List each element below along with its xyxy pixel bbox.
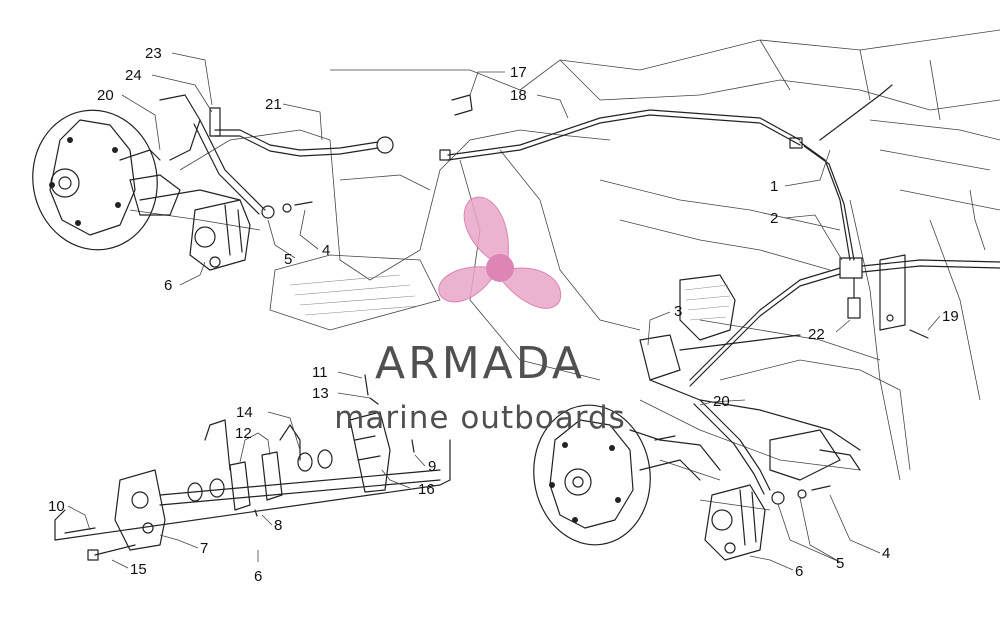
callout-18: 18 [510, 87, 527, 104]
brake-hose-upper-left [193, 107, 394, 219]
callout-6-lower: 6 [795, 563, 803, 580]
rear-brake-tee [689, 254, 1000, 387]
callout-15: 15 [130, 561, 147, 578]
rear-right-hub-disc [533, 404, 721, 546]
callout-leaders [67, 52, 941, 571]
callout-22: 22 [808, 326, 825, 343]
callout-3: 3 [674, 303, 682, 320]
propeller-icon [438, 196, 562, 309]
callout-14: 14 [236, 404, 253, 421]
callout-11: 11 [312, 364, 328, 381]
callout-labels: 23 24 20 21 17 18 1 2 5 4 6 3 22 19 11 1… [48, 45, 959, 585]
callout-8: 8 [274, 517, 282, 534]
callout-10: 10 [48, 498, 65, 515]
callout-4-lower: 4 [882, 545, 890, 562]
watermark-brand: ARMADA [375, 338, 585, 389]
callout-19: 19 [942, 308, 959, 325]
front-left-hub-disc [32, 94, 241, 251]
callout-23: 23 [145, 45, 162, 62]
callout-5-lower: 5 [836, 555, 844, 572]
callout-12: 12 [235, 425, 252, 442]
callout-24: 24 [125, 67, 142, 84]
chassis-frame-drawing [129, 29, 1000, 511]
armada-watermark: ARMADA marine outboards [334, 196, 626, 436]
callout-16: 16 [418, 481, 435, 498]
callout-6: 6 [164, 277, 172, 294]
callout-7: 7 [200, 540, 208, 557]
callout-2: 2 [770, 210, 778, 227]
callout-1: 1 [770, 178, 778, 195]
callout-20-lower: 20 [713, 393, 730, 410]
callout-21: 21 [265, 96, 282, 113]
callout-9: 9 [428, 458, 436, 475]
callout-4: 4 [322, 242, 330, 259]
callout-6-kit: 6 [254, 568, 262, 585]
callout-20: 20 [97, 87, 114, 104]
rear-suspension-strut [639, 274, 861, 481]
callout-5: 5 [284, 251, 292, 268]
callout-13: 13 [312, 385, 329, 402]
rear-brake-pipe [439, 84, 893, 261]
caliper-exploded-kit [54, 374, 451, 561]
watermark-tagline: marine outboards [334, 400, 626, 436]
caliper-lower-right [693, 399, 831, 561]
caliper-upper-left [189, 199, 251, 271]
callout-17: 17 [510, 64, 527, 81]
